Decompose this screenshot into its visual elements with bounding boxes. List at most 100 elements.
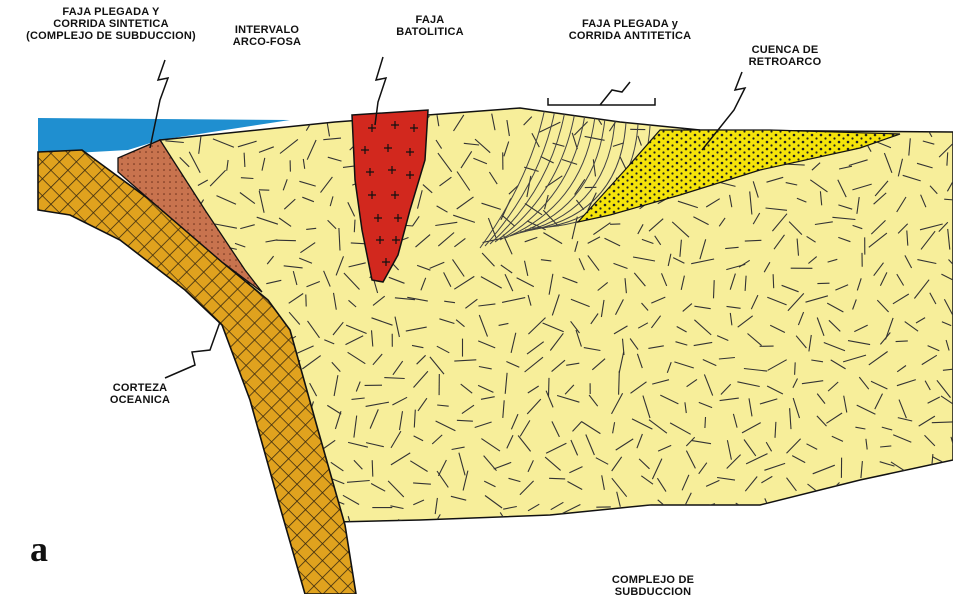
fracture-mark [217, 438, 226, 443]
fracture-mark [153, 475, 156, 485]
fracture-mark [217, 335, 226, 349]
fracture-mark [947, 483, 953, 488]
label-back-arc-basin: CUENCA DE RETROARCO [735, 44, 835, 68]
fracture-mark [147, 409, 155, 430]
fracture-mark [525, 517, 544, 528]
fracture-mark [220, 394, 225, 410]
fracture-mark [245, 519, 246, 534]
fracture-mark [148, 322, 161, 332]
fracture-mark [170, 498, 181, 506]
fracture-mark [194, 475, 202, 484]
fracture-mark [648, 524, 666, 529]
fracture-mark [205, 416, 208, 427]
fracture-mark [199, 331, 205, 349]
fracture-mark [812, 112, 823, 125]
fracture-mark [859, 507, 869, 508]
fracture-mark [161, 515, 163, 526]
fracture-mark [872, 505, 880, 513]
fracture-mark [782, 521, 798, 533]
fracture-mark [790, 125, 801, 131]
fracture-mark [238, 484, 258, 489]
fracture-mark [828, 118, 839, 127]
fracture-mark [374, 521, 388, 533]
fracture-mark [148, 449, 161, 451]
fracture-mark [747, 523, 762, 529]
fracture-mark [946, 501, 953, 511]
fracture-mark [277, 123, 290, 125]
fracture-mark [722, 515, 742, 527]
fracture-mark [158, 277, 166, 295]
fracture-mark [172, 483, 181, 489]
fracture-mark [146, 497, 162, 506]
fracture-mark [896, 341, 908, 342]
fracture-mark [190, 384, 199, 391]
fracture-mark [883, 114, 887, 125]
fracture-mark [846, 515, 865, 523]
fracture-mark [217, 425, 235, 434]
label-oceanic-crust: CORTEZA OCEANICA [95, 382, 185, 406]
fracture-mark [260, 513, 262, 527]
fracture-mark [242, 436, 247, 457]
label-subduction-complex: COMPLEJO DE SUBDUCCION [598, 574, 708, 598]
fracture-mark [195, 437, 200, 448]
fracture-mark [810, 497, 817, 510]
label-synthetic-fold-belt: FAJA PLEGADA Y CORRIDA SINTETICA (COMPLE… [6, 6, 216, 42]
fracture-mark [934, 527, 952, 529]
fracture-mark [203, 513, 206, 536]
fracture-mark [195, 408, 209, 411]
fracture-mark [152, 461, 166, 463]
fracture-mark [232, 496, 249, 508]
fracture-mark [237, 419, 251, 428]
fracture-mark [908, 496, 909, 507]
fracture-mark [212, 457, 222, 473]
fracture-mark [164, 303, 182, 310]
fracture-mark [566, 516, 572, 529]
fracture-mark [549, 478, 565, 479]
fracture-mark [167, 523, 182, 531]
fracture-mark [171, 343, 179, 350]
fracture-mark [870, 484, 883, 495]
fracture-mark [482, 519, 496, 530]
label-batholith-belt: FAJA BATOLITICA [385, 14, 475, 38]
fracture-mark [762, 517, 770, 536]
fracture-mark [157, 351, 171, 365]
fracture-mark [676, 509, 681, 529]
fracture-mark [536, 518, 559, 523]
fracture-mark [610, 516, 625, 531]
fracture-mark [218, 477, 223, 498]
fracture-mark [189, 462, 200, 468]
fracture-mark [790, 498, 793, 509]
label-forearc-interval: INTERVALO ARCO-FOSA [222, 24, 312, 48]
fracture-mark [549, 378, 550, 397]
fracture-mark [619, 371, 620, 395]
fracture-mark [158, 341, 165, 353]
fracture-mark [795, 362, 796, 374]
fracture-mark [215, 377, 220, 391]
fracture-mark [372, 460, 373, 476]
fracture-mark [184, 442, 187, 457]
fracture-mark [891, 522, 906, 525]
fracture-mark [462, 519, 473, 520]
fracture-mark [719, 506, 728, 513]
fracture-mark [354, 220, 355, 233]
fracture-mark [191, 497, 209, 509]
fracture-mark [714, 280, 715, 298]
panel-letter: a [30, 528, 48, 570]
fracture-mark [637, 512, 638, 535]
fracture-mark [872, 515, 885, 530]
fracture-mark [894, 123, 915, 124]
fracture-mark [407, 522, 425, 533]
fracture-mark [203, 363, 210, 373]
fracture-mark [903, 478, 910, 488]
label-antithetic-fold-belt: FAJA PLEGADA y CORRIDA ANTITETICA [555, 18, 705, 42]
fracture-mark [596, 521, 602, 531]
fracture-mark [832, 502, 853, 504]
fracture-mark [173, 360, 182, 365]
fracture-mark [220, 501, 237, 502]
fracture-mark [261, 494, 264, 505]
fracture-mark [276, 240, 296, 241]
fracture-mark [191, 316, 200, 321]
fracture-mark [826, 521, 840, 522]
fracture-mark [245, 462, 256, 475]
